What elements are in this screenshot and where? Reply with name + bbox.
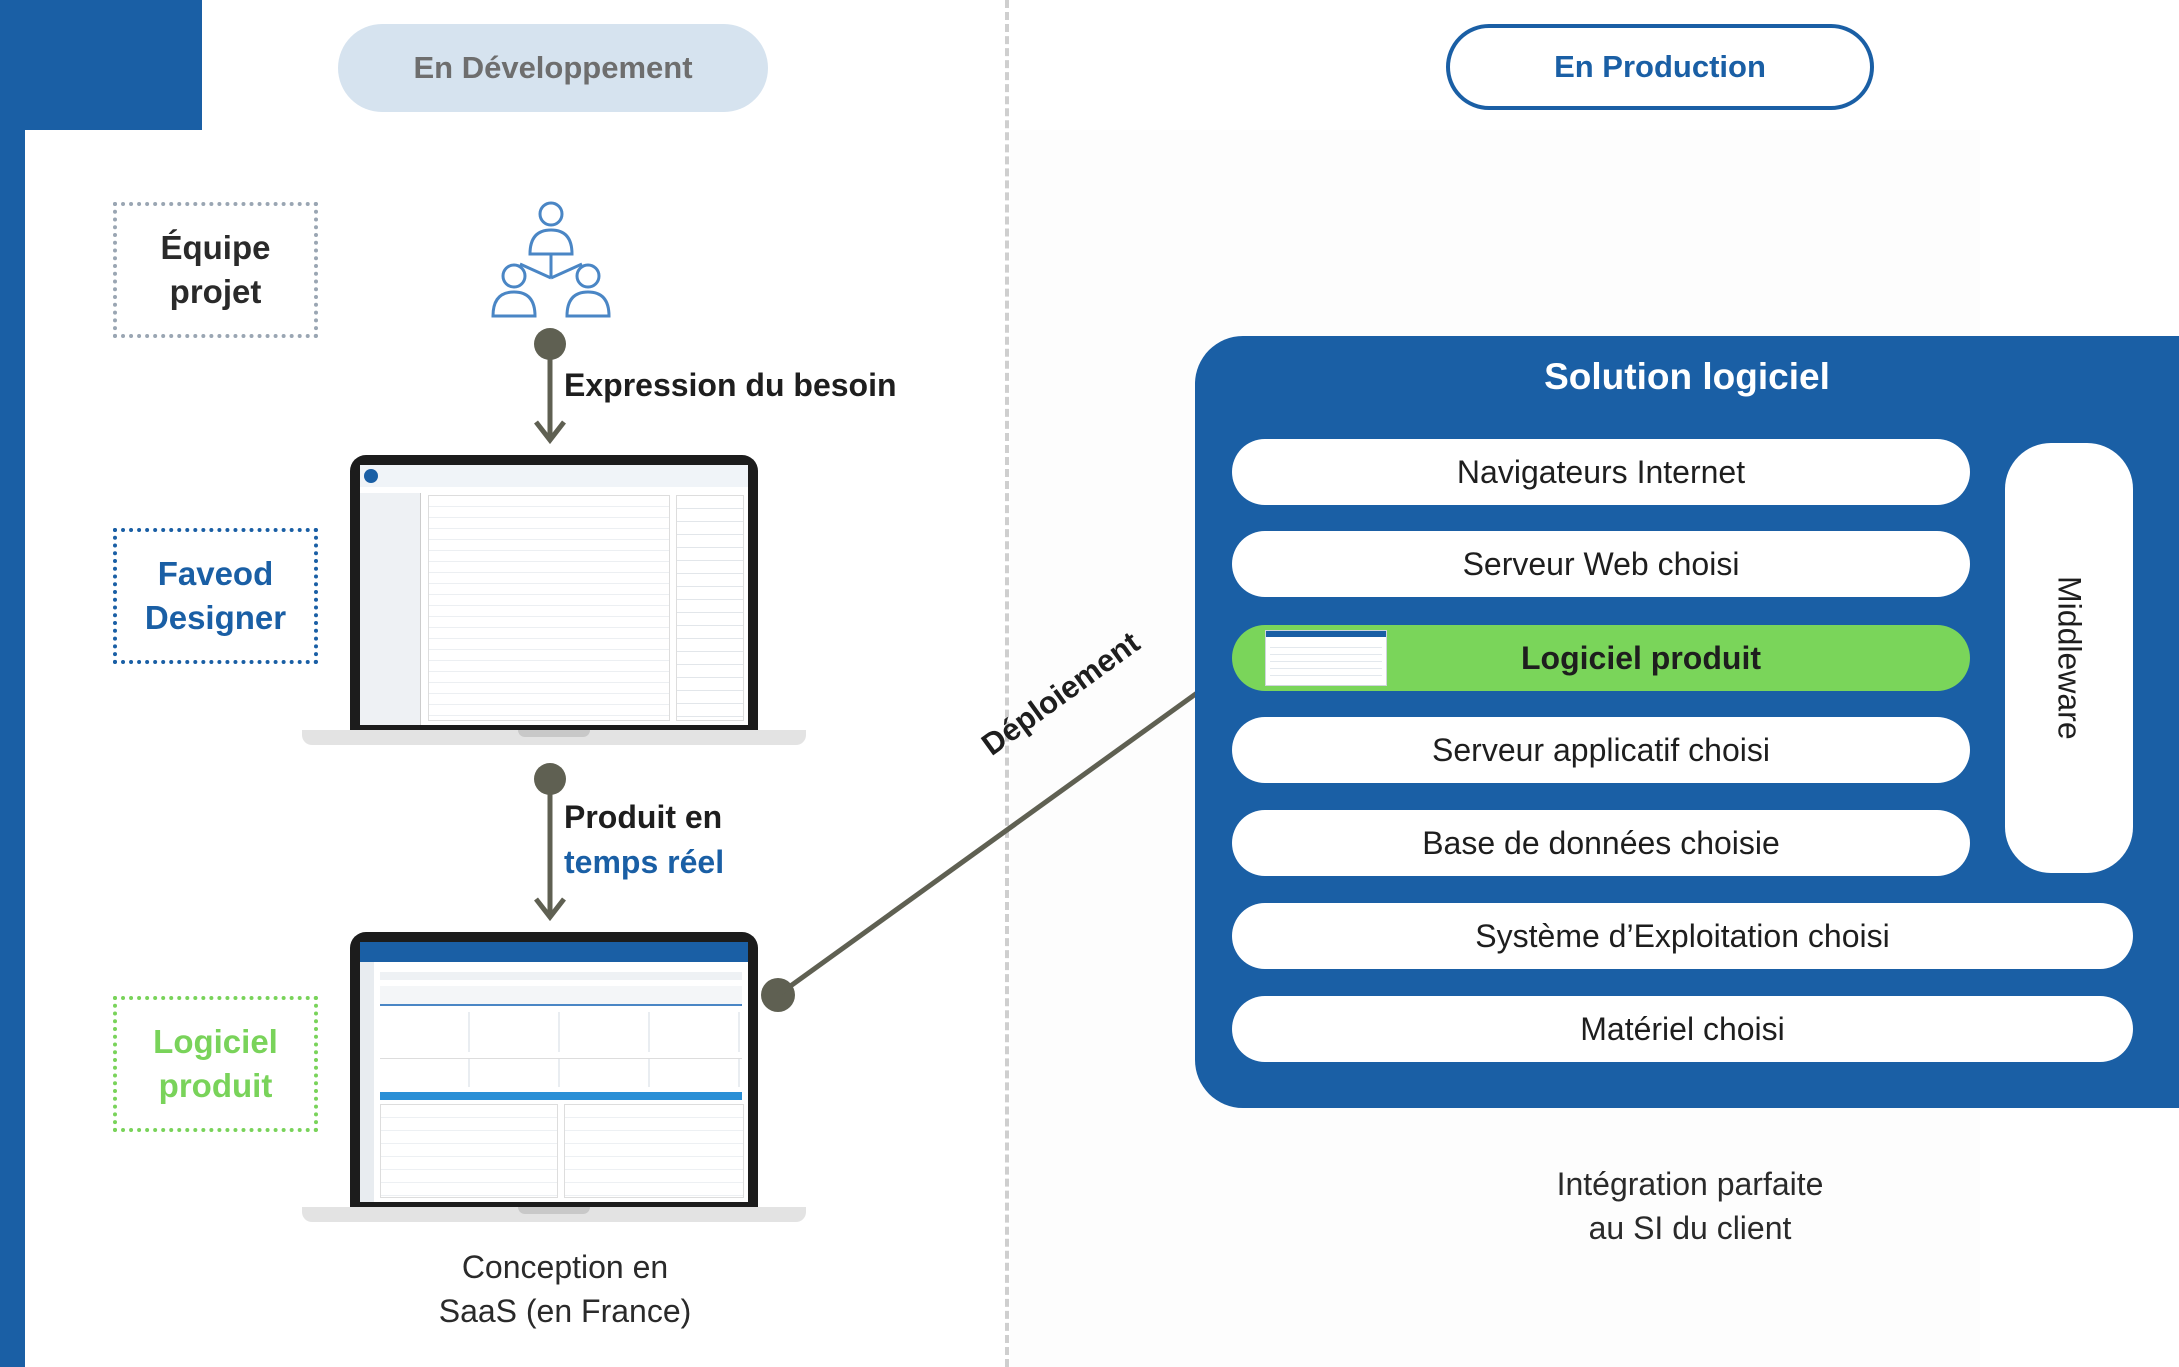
product-screen-table-left xyxy=(380,1104,558,1198)
corner-accent-block xyxy=(0,0,202,130)
prod-caption: Intégration parfaite au SI du client xyxy=(1470,1162,1910,1250)
designer-logo-icon xyxy=(364,469,378,483)
product-screen-content xyxy=(360,942,748,1202)
product-screen-kpis xyxy=(380,1012,742,1052)
layer-app-server: Serveur applicatif choisi xyxy=(1232,717,1970,783)
designer-screen-form xyxy=(428,495,670,721)
product-screen-breadcrumb xyxy=(380,972,742,980)
solution-title: Solution logiciel xyxy=(1544,356,1830,397)
role-designer-line2: Designer xyxy=(144,599,287,636)
middleware-label: Middleware xyxy=(2051,576,2088,740)
dev-caption-line2: SaaS (en France) xyxy=(438,1293,692,1329)
prod-header-pill: En Production xyxy=(1446,24,1874,110)
middleware-box xyxy=(2005,443,2133,873)
dev-caption-line1: Conception en xyxy=(461,1249,669,1285)
product-screen-table-right xyxy=(564,1104,744,1198)
layer-browsers: Navigateurs Internet xyxy=(1232,439,1970,505)
designer-screen-content xyxy=(360,465,748,725)
role-team-line1: Équipe xyxy=(160,229,271,266)
product-screen-sidebar xyxy=(360,962,374,1202)
prod-caption-line1: Intégration parfaite xyxy=(1556,1166,1824,1202)
product-thumbnail-header xyxy=(1266,631,1386,637)
realtime-step-label-line1: Produit en xyxy=(564,799,723,835)
role-product-line2: produit xyxy=(158,1067,273,1104)
designer-laptop xyxy=(302,455,806,745)
prod-caption-line2: au SI du client xyxy=(1588,1210,1792,1246)
product-screen-header xyxy=(360,942,748,962)
role-product-line1: Logiciel xyxy=(153,1023,278,1060)
need-step-label: Expression du besoin xyxy=(564,367,897,403)
left-accent-bar xyxy=(0,0,25,1367)
product-laptop-base xyxy=(302,1207,806,1222)
product-screen-section-bar xyxy=(380,1092,742,1100)
role-team-line2: projet xyxy=(169,273,262,310)
team-hierarchy-icon xyxy=(491,201,611,318)
product-laptop-notch xyxy=(518,1207,590,1214)
product-laptop-screen xyxy=(350,932,758,1207)
role-designer-box: Faveod Designer xyxy=(113,528,318,664)
layer-database: Base de données choisie xyxy=(1232,810,1970,876)
role-product-box: Logiciel produit xyxy=(113,996,318,1132)
designer-laptop-screen xyxy=(350,455,758,730)
realtime-arrow xyxy=(534,763,566,922)
layer-web-server: Serveur Web choisi xyxy=(1232,531,1970,597)
product-thumbnail-body xyxy=(1270,641,1382,681)
realtime-step-label-line2: temps réel xyxy=(564,844,725,880)
middleware-label-wrap: Middleware xyxy=(2005,443,2133,873)
layer-os: Système d’Exploitation choisi xyxy=(1232,903,2133,969)
dev-header-pill: En Développement xyxy=(338,24,768,112)
designer-laptop-base xyxy=(302,730,806,745)
designer-screen-header xyxy=(360,465,748,487)
designer-laptop-notch xyxy=(518,730,590,737)
product-screen-counters xyxy=(380,1058,742,1087)
section-divider xyxy=(1005,0,1009,1367)
product-thumbnail xyxy=(1265,630,1387,686)
deployment-arrow xyxy=(761,657,1246,1012)
layer-hardware: Matériel choisi xyxy=(1232,996,2133,1062)
role-designer-line1: Faveod xyxy=(157,555,274,592)
designer-screen-panel xyxy=(676,495,744,721)
need-arrow xyxy=(534,328,566,445)
product-laptop xyxy=(302,932,806,1222)
designer-screen-sidebar xyxy=(360,493,421,725)
product-screen-filters xyxy=(380,986,742,1006)
layer-product-label: Logiciel produit xyxy=(1521,639,1761,676)
dev-caption: Conception en SaaS (en France) xyxy=(390,1245,740,1333)
role-team-box: Équipe projet xyxy=(113,202,318,338)
